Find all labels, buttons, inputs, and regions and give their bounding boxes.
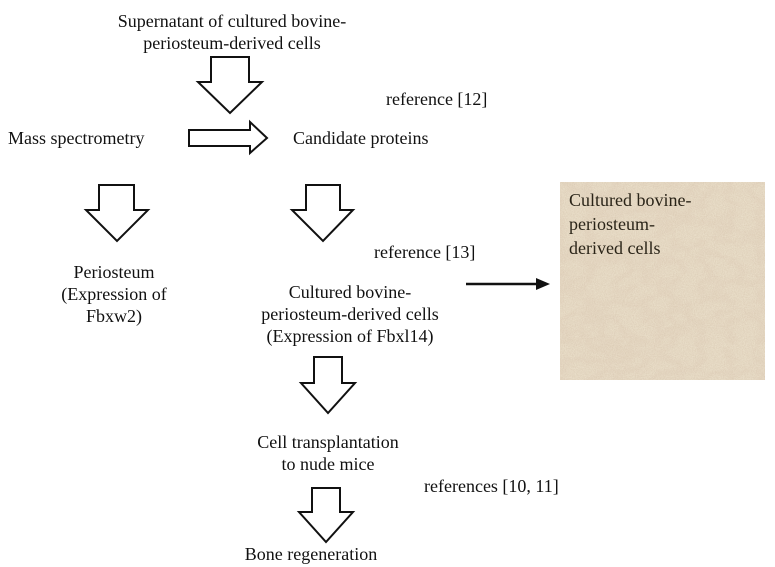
reference-12: reference [12]: [386, 89, 488, 109]
micrograph-label-line2: periosteum-: [569, 214, 655, 234]
node-mass-spectrometry: Mass spectrometry: [8, 128, 145, 148]
node-periosteum-line1: Periosteum: [73, 262, 155, 282]
node-candidate-proteins: Candidate proteins: [293, 128, 429, 148]
down-arrow-4: [296, 487, 356, 544]
down-arrow-3: [298, 356, 358, 415]
micrograph-texture: [560, 182, 765, 380]
node-periosteum-line3: Fbxw2): [85, 306, 143, 326]
node-supernatant-line2: periosteum-derived cells: [143, 33, 321, 53]
node-transplant-line2: to nude mice: [281, 454, 375, 474]
reference-13: reference [13]: [374, 242, 476, 262]
down-arrow-1: [195, 56, 265, 115]
node-periosteum: Periosteum (Expression of Fbxw2): [61, 261, 166, 327]
down-arrow-2: [289, 184, 356, 243]
node-cultured-line1: Cultured bovine-: [288, 282, 412, 302]
node-cell-transplantation: Cell transplantation to nude mice: [257, 431, 398, 475]
micrograph-label-line1: Cultured bovine-: [569, 190, 692, 210]
node-periosteum-line2: (Expression of: [61, 284, 167, 304]
node-cultured-cells: Cultured bovine- periosteum-derived cell…: [261, 281, 438, 347]
down-arrow-left: [83, 184, 151, 243]
node-cultured-line3: (Expression of Fbxl14): [266, 326, 434, 346]
node-supernatant: Supernatant of cultured bovine- perioste…: [118, 10, 346, 54]
micrograph-image: Cultured bovine- periosteum- derived cel…: [560, 182, 765, 380]
micrograph-label-line3: derived cells: [569, 238, 661, 258]
node-bone-regeneration: Bone regeneration: [244, 544, 378, 564]
references-10-11: references [10, 11]: [424, 476, 559, 496]
micrograph-label: Cultured bovine- periosteum- derived cel…: [569, 188, 749, 260]
node-supernatant-line1: Supernatant of cultured bovine-: [117, 11, 347, 31]
node-transplant-line1: Cell transplantation: [257, 432, 399, 452]
solid-arrow-head: [536, 278, 550, 290]
right-arrow-mass-spec: [188, 119, 269, 156]
node-cultured-line2: periosteum-derived cells: [261, 304, 439, 324]
